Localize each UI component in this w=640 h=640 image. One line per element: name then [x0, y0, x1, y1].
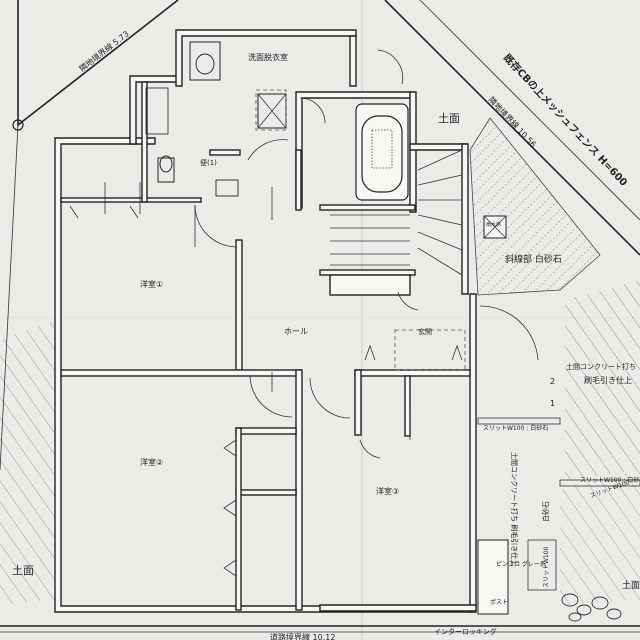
column-ticks	[69, 182, 411, 440]
wash-basin	[145, 41, 287, 135]
label-road-boundary: 道路境界線 10.12	[270, 632, 335, 640]
toilet-fixture	[157, 155, 239, 197]
label-soil-right: 土面	[438, 112, 460, 125]
interior-walls	[60, 81, 471, 611]
rainwater-box	[483, 215, 507, 239]
label-hatched-gravel: 斜線部 白砂石	[505, 253, 562, 265]
bathtub	[355, 103, 409, 201]
room-label-toilet: 便(1)	[200, 158, 217, 167]
label-concrete-vertical: 土間コンクリート打ち 刷毛引き仕上	[510, 452, 519, 566]
room-label-western-3: 洋室③	[376, 486, 399, 496]
exterior-walls	[54, 29, 477, 613]
label-soil-bottom-right: 土面	[622, 579, 640, 591]
label-slit-4: スリットW100	[543, 546, 550, 588]
mark-number-1: 1	[550, 399, 555, 408]
doors	[194, 49, 539, 459]
label-slit-1: スリットW100 : 白砂石	[483, 424, 548, 432]
label-rainwater: 雨水桝	[486, 221, 501, 228]
label-concrete-top: 土間コンクリート打ち	[566, 362, 636, 371]
room-label-hall: ホール	[284, 327, 308, 336]
entrance-porch-outline	[394, 329, 466, 371]
label-gravel: ピンコロ グレー系	[496, 560, 546, 568]
label-post: ポスト	[490, 598, 508, 606]
right-lower-hatch	[560, 470, 640, 605]
garden-stones	[561, 593, 622, 622]
right-side-hatch	[565, 280, 640, 480]
room-label-western-1: 洋室①	[140, 279, 163, 289]
room-label-washroom: 洗面脱衣室	[248, 52, 288, 62]
skylight-outline	[255, 89, 287, 131]
label-soil-left: 土面	[12, 564, 34, 577]
label-brush-finish: 刷毛引き仕上	[584, 375, 632, 385]
mark-number-2: 2	[550, 377, 555, 386]
closet-markers	[223, 344, 463, 577]
left-side-hatch	[0, 320, 55, 605]
room-label-western-2: 洋室②	[140, 457, 163, 467]
label-slit-2: スリットW100 : 白砂石	[580, 476, 640, 484]
hatched-gravel-area	[469, 117, 601, 296]
slit-strips	[477, 417, 640, 615]
label-white-sand: 白砂石	[541, 501, 550, 522]
staircase	[330, 149, 463, 276]
label-interlocking: インターロッキング	[434, 627, 497, 636]
room-label-entrance: 玄関	[418, 327, 432, 336]
